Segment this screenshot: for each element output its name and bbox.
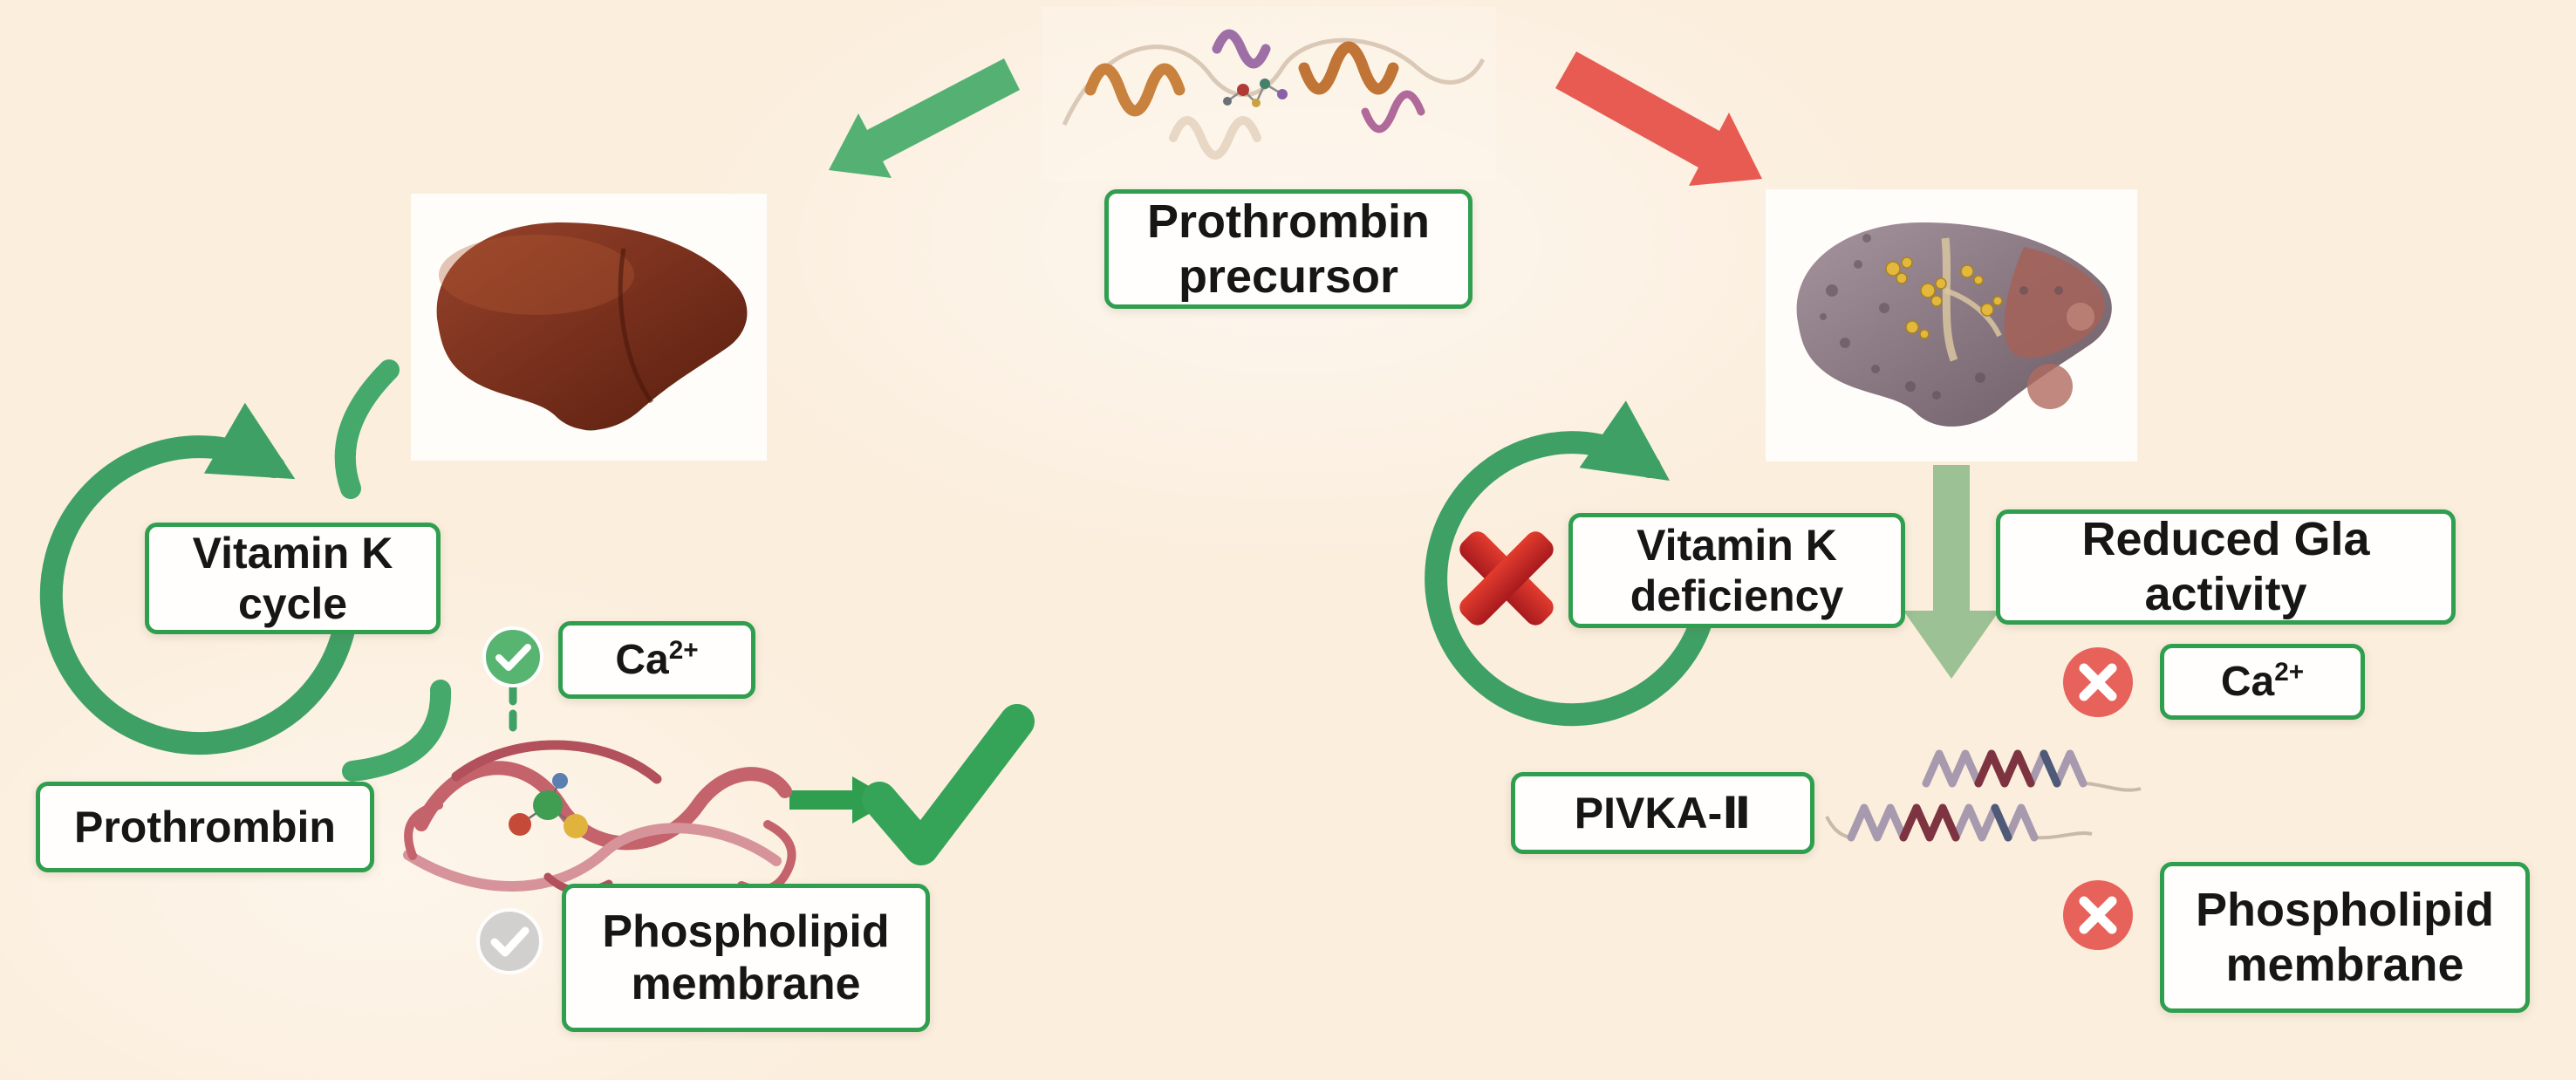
phospholipid-membrane-label-right: Phospholipid membrane <box>2160 862 2530 1013</box>
vitamin-k-cycle-arrow-icon <box>39 402 359 755</box>
prothrombin-precursor-label: Prothrombin precursor <box>1104 189 1472 309</box>
phospholipid-membrane-label-left: Phospholipid membrane <box>562 884 930 1032</box>
cycle-arc-lower-icon <box>342 680 452 782</box>
label-line: deficiency <box>1630 571 1844 620</box>
label-line: cycle <box>237 579 348 628</box>
calcium-check-badge-icon <box>482 626 543 687</box>
calcium-cross-badge-icon <box>2063 647 2133 717</box>
label-line: Ca2+ <box>2220 657 2305 705</box>
label-line: activity <box>2144 568 2307 620</box>
membrane-cross-badge-icon <box>2063 880 2133 950</box>
label-line: Vitamin K <box>192 529 393 578</box>
calcium-label-right: Ca2+ <box>2160 644 2365 720</box>
arrow-to-disease-icon <box>1555 51 1762 186</box>
label-line: precursor <box>1178 249 1399 303</box>
prothrombin-precursor-molecule <box>1042 7 1496 181</box>
reduced-gla-activity-label: Reduced Gla activity <box>1996 509 2456 625</box>
label-line: Phospholipid <box>2196 883 2494 936</box>
label-line: Prothrombin <box>74 803 336 851</box>
arrow-to-healthy-icon <box>829 58 1020 178</box>
success-check-icon <box>862 704 1035 865</box>
diseased-liver-image <box>1766 189 2137 461</box>
pivka-molecule-image <box>1825 749 2142 842</box>
label-line: Phospholipid <box>602 906 890 957</box>
vitamin-k-cycle-label: Vitamin K cycle <box>145 523 441 634</box>
label-line: Ca2+ <box>615 635 699 683</box>
label-line: membrane <box>2225 938 2464 991</box>
pivka-label: PIVKA-Ⅱ <box>1511 772 1814 854</box>
healthy-liver-image <box>411 194 767 461</box>
prothrombin-label: Prothrombin <box>36 782 374 872</box>
calcium-label-left: Ca2+ <box>558 621 755 699</box>
label-line: Reduced Gla <box>2081 513 2370 566</box>
label-line: Prothrombin <box>1147 195 1430 248</box>
cycle-blocked-cross-icon <box>1459 531 1554 625</box>
label-line: membrane <box>631 959 861 1009</box>
cycle-arc-upper-icon <box>334 359 400 499</box>
membrane-check-badge-icon <box>476 908 543 974</box>
label-line: Vitamin K <box>1636 521 1837 570</box>
vitamin-k-deficiency-label: Vitamin K deficiency <box>1568 513 1905 628</box>
broken-cycle-arrow-icon <box>1425 400 1715 727</box>
label-line: PIVKA-Ⅱ <box>1574 789 1752 837</box>
down-arrow-icon <box>1903 465 1999 679</box>
